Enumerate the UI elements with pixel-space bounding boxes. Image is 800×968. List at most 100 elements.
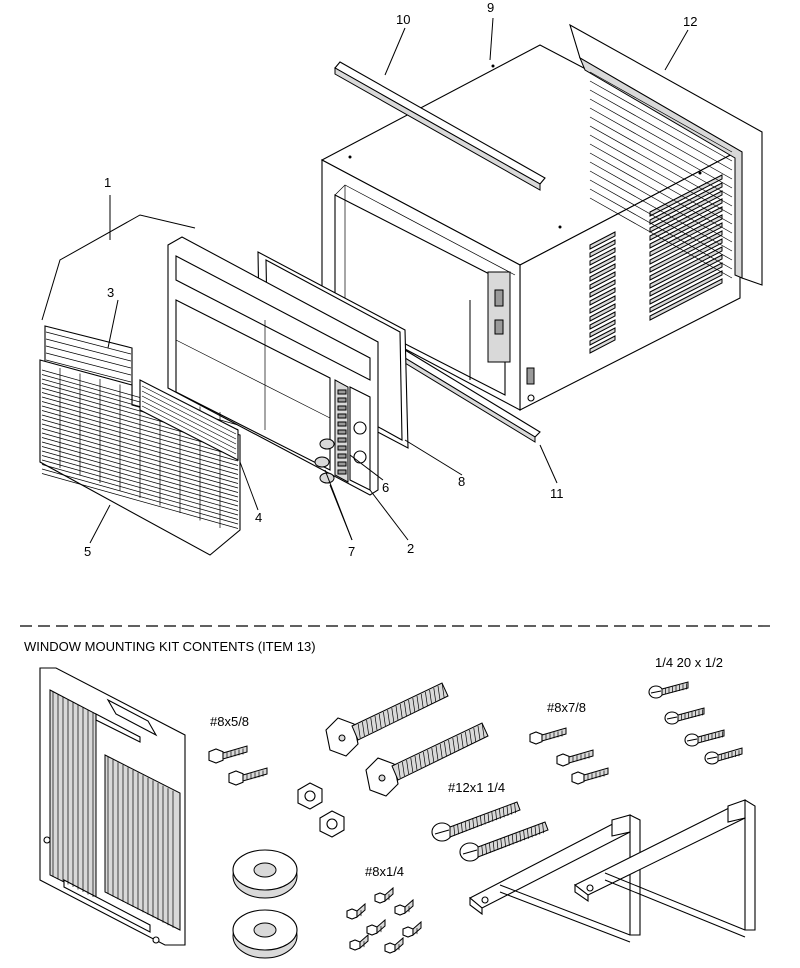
frame-vent-slot [337, 469, 347, 475]
frame-vent-slot [337, 461, 347, 467]
cabinet-louver-slat [649, 214, 723, 257]
frame-vent-slot [337, 453, 347, 459]
cabinet-louver-slat [589, 271, 616, 290]
frame-vent-slot [337, 421, 347, 427]
cabinet-louver-slat [649, 262, 723, 305]
cabinet-louver-slat [589, 255, 616, 274]
frame-vent-slot [337, 389, 347, 395]
top-louver-slat [45, 359, 132, 383]
label-12x1-1-4: #12x1 1/4 [448, 780, 505, 795]
screw-8x7-8 [529, 727, 567, 745]
label-8x1-4: #8x1/4 [365, 864, 404, 879]
rear-louver-slat [589, 80, 733, 162]
cabinet-louver-slat [589, 239, 616, 258]
label-1-4-20: 1/4 20 x 1/2 [655, 655, 723, 670]
callout-4: 4 [255, 510, 262, 525]
rear-louver-slat [589, 134, 733, 216]
screws-8x7-8 [529, 727, 609, 785]
support-brackets [469, 799, 756, 943]
rear-louver-slat [589, 125, 733, 207]
bolts-1-4-20 [648, 681, 743, 765]
cabinet-louver-slat [589, 263, 616, 282]
frame-vent-slot [337, 445, 347, 451]
screw-8x1-4 [374, 886, 394, 904]
rear-louver-slat [589, 152, 733, 234]
screws-8x5-8 [208, 745, 268, 786]
cabinet-louver-slat [589, 327, 616, 346]
cabinet-louver-slat [589, 279, 616, 298]
frame-vent-slot [337, 405, 347, 411]
side-louver-slat [141, 405, 237, 455]
rear-louver-slat [589, 143, 733, 225]
bolt-1-4-20 [648, 681, 689, 699]
cabinet-louver-slat [649, 198, 723, 241]
side-louver-slat [141, 395, 237, 445]
large-bolts [325, 682, 489, 797]
callout-leaders [41, 17, 689, 544]
side-louver-slat [141, 385, 237, 435]
large-hex-bolt [325, 682, 449, 757]
grille-slat [41, 473, 239, 529]
screws-12x1-1-4 [431, 801, 549, 862]
rear-louver-slat [589, 197, 733, 279]
screws-8x1-4 [346, 886, 422, 954]
screw-8x1-4 [394, 898, 414, 916]
rear-louver-slat [589, 98, 733, 180]
screw-8x1-4 [349, 933, 369, 951]
bolt-1-4-20 [684, 729, 725, 747]
top-louver-slat [45, 338, 132, 362]
cabinet-louver-slat [649, 254, 723, 297]
rear-louver-slat [589, 71, 733, 153]
screw-12x1-1-4 [459, 821, 549, 862]
rear-louver-slat [589, 179, 733, 261]
side-curtain-panel [39, 667, 186, 946]
cabinet-louver-slat [649, 278, 723, 321]
cabinet-louver-slat [589, 335, 616, 354]
rear-louver-slat [589, 170, 733, 252]
foam-washers [232, 849, 298, 959]
rear-louver-slat [589, 188, 733, 270]
cabinet-louvers [589, 174, 723, 354]
side-louver-part-4 [139, 379, 239, 461]
rear-louver-slat [589, 116, 733, 198]
callout-7: 7 [348, 544, 355, 559]
rear-louver-slat [589, 161, 733, 243]
side-louver-slat [141, 390, 237, 440]
callout-1: 1 [104, 175, 111, 190]
cabinet-louver-slat [589, 231, 616, 250]
screw-8x1-4 [384, 936, 404, 954]
frame-vent-slot [337, 397, 347, 403]
callout-12: 12 [683, 14, 697, 29]
screw-8x5-8 [208, 745, 248, 764]
screw-12x1-1-4 [431, 801, 521, 842]
nuts [297, 782, 345, 838]
rear-louver-slat [589, 107, 733, 189]
control-knobs-part-7 [314, 438, 335, 484]
cabinet-louver-slat [589, 295, 616, 314]
screw-8x7-8 [571, 767, 609, 785]
rear-louver-slat [589, 89, 733, 171]
cabinet-louver-slat [649, 230, 723, 273]
callout-6: 6 [382, 480, 389, 495]
front-frame-part-2 [167, 236, 379, 496]
cabinet-louver-slat [649, 246, 723, 289]
callout-11: 11 [550, 486, 564, 501]
top-louver-slat [45, 345, 132, 369]
side-louver-slat [141, 400, 237, 450]
top-louver-slat [45, 352, 132, 376]
large-hex-bolt [365, 722, 489, 797]
screw-8x7-8 [556, 749, 594, 767]
cabinet-louver-slat [649, 238, 723, 281]
frame-vent-slot [337, 437, 347, 443]
cabinet-louver-slat [589, 311, 616, 330]
top-louver-slat [45, 331, 132, 355]
callout-3: 3 [107, 285, 114, 300]
cabinet-louver-slat [649, 270, 723, 313]
bolt-1-4-20 [664, 707, 705, 725]
label-8x7-8: #8x7/8 [547, 700, 586, 715]
kit-title: WINDOW MOUNTING KIT CONTENTS (ITEM 13) [24, 639, 316, 654]
callout-8: 8 [458, 474, 465, 489]
cabinet-louver-slat [589, 247, 616, 266]
